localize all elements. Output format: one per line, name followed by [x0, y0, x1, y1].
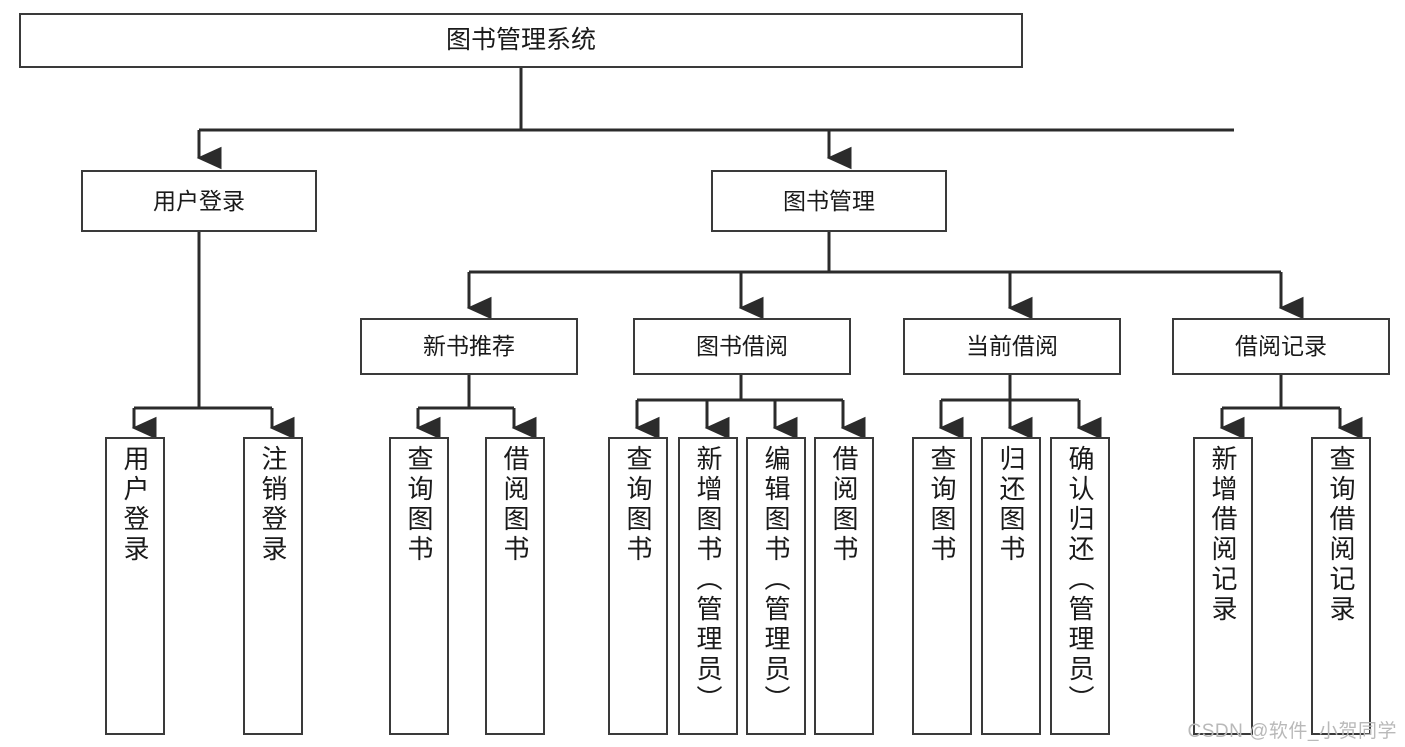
node-label: 用户登录	[153, 187, 245, 214]
node-label: 借阅记录	[1235, 333, 1327, 359]
node-label: 确认归还（管理员）	[1065, 445, 1095, 715]
leaf-user-login[interactable]: 用户登录	[105, 437, 165, 735]
node-current-borrowing[interactable]: 当前借阅	[903, 318, 1121, 375]
node-new-book-recommendation[interactable]: 新书推荐	[360, 318, 578, 375]
leaf-add-borrow-record[interactable]: 新增借阅记录	[1193, 437, 1253, 735]
node-label: 查询图书	[623, 445, 653, 565]
node-book-borrowing[interactable]: 图书借阅	[633, 318, 851, 375]
node-root-system[interactable]: 图书管理系统	[19, 13, 1023, 68]
leaf-user-logout[interactable]: 注销登录	[243, 437, 303, 735]
node-label: 图书借阅	[696, 333, 788, 359]
leaf-query-borrow-record[interactable]: 查询借阅记录	[1311, 437, 1371, 735]
leaf-add-book-admin[interactable]: 新增图书（管理员）	[678, 437, 738, 735]
leaf-borrow-book[interactable]: 借阅图书	[814, 437, 874, 735]
node-label: 借阅图书	[829, 445, 859, 565]
node-label: 注销登录	[258, 445, 288, 565]
node-label: 归还图书	[996, 445, 1026, 565]
leaf-edit-book-admin[interactable]: 编辑图书（管理员）	[746, 437, 806, 735]
node-label: 图书管理	[783, 187, 875, 214]
node-borrowing-record[interactable]: 借阅记录	[1172, 318, 1390, 375]
leaf-borrow-book-recommend[interactable]: 借阅图书	[485, 437, 545, 735]
node-label: 当前借阅	[966, 333, 1058, 359]
node-label: 编辑图书（管理员）	[761, 445, 791, 715]
leaf-query-book-current[interactable]: 查询图书	[912, 437, 972, 735]
leaf-query-book[interactable]: 查询图书	[608, 437, 668, 735]
node-label: 借阅图书	[500, 445, 530, 565]
node-label: 图书管理系统	[445, 26, 596, 54]
leaf-confirm-return-admin[interactable]: 确认归还（管理员）	[1050, 437, 1110, 735]
node-label: 新书推荐	[423, 333, 515, 359]
node-label: 新增借阅记录	[1208, 445, 1238, 625]
node-label: 查询图书	[404, 445, 434, 565]
node-user-login[interactable]: 用户登录	[81, 170, 317, 232]
node-label: 查询图书	[927, 445, 957, 565]
node-book-management[interactable]: 图书管理	[711, 170, 947, 232]
node-label: 新增图书（管理员）	[693, 445, 723, 715]
leaf-return-book[interactable]: 归还图书	[981, 437, 1041, 735]
node-label: 查询借阅记录	[1326, 445, 1356, 625]
leaf-query-book-recommend[interactable]: 查询图书	[389, 437, 449, 735]
node-label: 用户登录	[120, 445, 150, 565]
